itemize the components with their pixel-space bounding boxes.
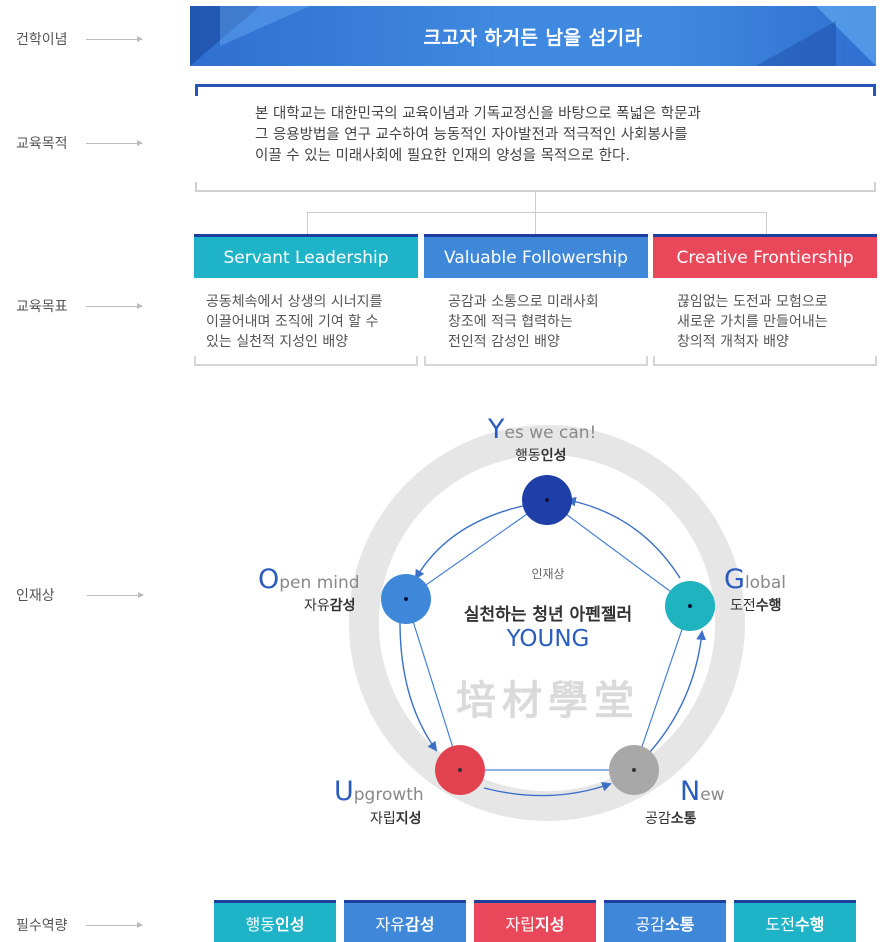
node-label-y: Yes we can! bbox=[488, 414, 597, 445]
row-label-goals: 교육목표 bbox=[16, 296, 143, 316]
right-arrow-icon bbox=[86, 591, 144, 598]
founding-motto-text: 크고자 하거든 남을 섬기라 bbox=[423, 26, 643, 49]
row-label-text: 교육목표 bbox=[16, 299, 68, 315]
goal-description: 공감과 소통으로 미래사회 창조에 적극 협력하는 전인적 감성인 배양 bbox=[448, 294, 599, 350]
education-purpose-box: 본 대학교는 대한민국의 교육이념과 기독교정신을 바탕으로 폭넓은 학문과 그… bbox=[195, 84, 876, 192]
banner-decoration bbox=[756, 21, 836, 66]
inner-disc bbox=[379, 455, 715, 791]
talent-center-label: 인재상 bbox=[531, 567, 565, 581]
connector-line bbox=[766, 212, 767, 234]
banner-decoration bbox=[190, 6, 260, 66]
goal-description: 공동체속에서 상생의 시너지를 이끌어내며 조직에 기여 할 수 있는 실천적 … bbox=[206, 294, 383, 350]
node-label-o: Open mind bbox=[258, 564, 360, 595]
talent-center-acronym: YOUNG bbox=[506, 626, 590, 652]
cycle-arrow bbox=[415, 503, 533, 580]
right-arrow-icon bbox=[85, 139, 143, 146]
row-label-founding: 건학이념 bbox=[16, 29, 143, 49]
node-sub-g: 도전수행 bbox=[730, 598, 782, 614]
goal-title: Servant Leadership bbox=[194, 234, 418, 278]
talent-cycle-graphic bbox=[349, 425, 745, 821]
banner-decoration bbox=[816, 6, 876, 66]
cycle-arrow bbox=[649, 630, 707, 753]
row-label-purpose: 교육목적 bbox=[16, 133, 143, 153]
purpose-line: 그 응용방법을 연구 교수하여 능동적인 자아발전과 적극적인 사회봉사를 bbox=[255, 127, 688, 143]
education-goal-servant: Servant Leadership 공동체속에서 상생의 시너지를 이끌어내며… bbox=[194, 234, 418, 366]
education-goal-creative: Creative Frontiership 끊임없는 도전과 모험으로 새로운 … bbox=[653, 234, 877, 366]
right-arrow-icon bbox=[85, 302, 143, 309]
school-seal-watermark: 培材學堂 bbox=[456, 677, 640, 724]
row-label-text: 건학이념 bbox=[16, 32, 68, 48]
connector-line bbox=[535, 192, 536, 212]
right-arrow-icon bbox=[85, 35, 143, 42]
founding-motto-banner: 크고자 하거든 남을 섬기라 bbox=[190, 6, 876, 66]
node-sub-o: 자유감성 bbox=[304, 598, 356, 614]
right-arrow-icon bbox=[85, 921, 143, 928]
purpose-line: 이끌 수 있는 미래사회에 필요한 인재의 양성을 목적으로 한다. bbox=[255, 148, 630, 164]
node-label-n: New bbox=[680, 776, 725, 807]
education-purpose-text: 본 대학교는 대한민국의 교육이념과 기독교정신을 바탕으로 폭넓은 학문과 그… bbox=[255, 104, 835, 167]
row-label-competency: 필수역량 bbox=[16, 915, 143, 935]
node-sub-n: 공감소통 bbox=[645, 811, 697, 827]
node-sub-y: 행동인성 bbox=[515, 448, 567, 464]
row-label-text: 인재상 bbox=[16, 588, 55, 604]
connector-line bbox=[307, 212, 766, 213]
node-label-u: Upgrowth bbox=[334, 776, 424, 807]
purpose-line: 본 대학교는 대한민국의 교육이념과 기독교정신을 바탕으로 폭넓은 학문과 bbox=[255, 106, 701, 122]
goal-title: Creative Frontiership bbox=[653, 234, 877, 278]
row-label-talent: 인재상 bbox=[16, 585, 144, 605]
talent-diagram: Yes we can! 행동인성 Open mind 자유감성 Upgrowth… bbox=[240, 400, 800, 850]
goal-title: Valuable Followership bbox=[424, 234, 648, 278]
connector-line bbox=[535, 212, 536, 234]
cycle-arrow bbox=[399, 621, 438, 752]
cycle-arrow bbox=[483, 781, 612, 797]
row-label-text: 교육목적 bbox=[16, 136, 68, 152]
node-label-g: Global bbox=[724, 564, 786, 595]
outer-ring bbox=[349, 425, 745, 821]
row-label-text: 필수역량 bbox=[16, 918, 68, 934]
talent-center-title: 실천하는 청년 아펜젤러 bbox=[463, 605, 633, 625]
cycle-arrow bbox=[566, 496, 681, 579]
pentagon-outline bbox=[405, 499, 691, 771]
education-goal-valuable: Valuable Followership 공감과 소통으로 미래사회 창조에 … bbox=[424, 234, 648, 366]
banner-decoration bbox=[220, 6, 310, 46]
connector-line bbox=[307, 212, 308, 234]
goal-description: 끊임없는 도전과 모험으로 새로운 가치를 만들어내는 창의적 개척자 배양 bbox=[677, 294, 828, 350]
node-sub-u: 자립지성 bbox=[370, 811, 422, 827]
